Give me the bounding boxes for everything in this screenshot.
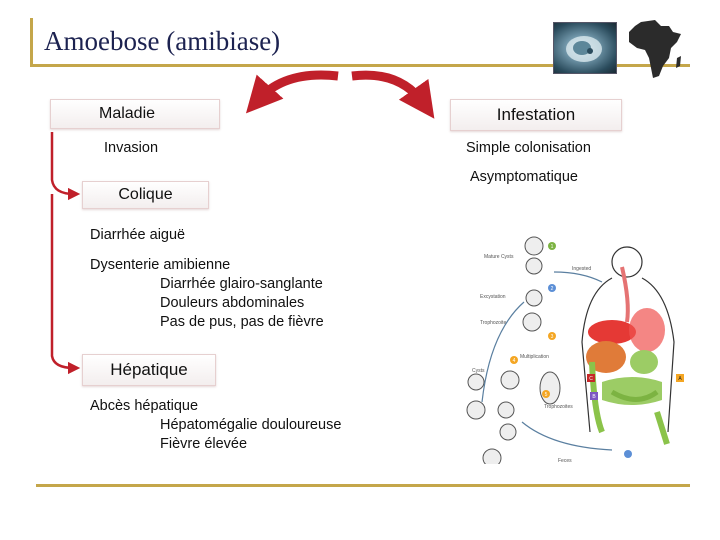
- svg-text:Ingested: Ingested: [572, 266, 591, 272]
- colique-box: Colique: [82, 181, 209, 209]
- hepatique-symptom: Hépatomégalie douloureuse: [160, 417, 342, 433]
- svg-text:C: C: [589, 376, 593, 382]
- infestation-sub-colonisation: Simple colonisation: [466, 140, 591, 156]
- svg-text:3: 3: [551, 334, 554, 340]
- colique-dysenterie: Dysenterie amibienne: [90, 257, 231, 273]
- svg-text:1: 1: [551, 244, 554, 250]
- maladie-sub: Invasion: [104, 140, 159, 156]
- hepatique-label: Hépatique: [110, 360, 188, 379]
- svg-text:2: 2: [551, 286, 554, 292]
- svg-text:Mature Cysts: Mature Cysts: [484, 254, 514, 260]
- arrow-to-hepatique: [50, 194, 81, 375]
- title-underline: [30, 64, 690, 67]
- arrow-to-maladie: [245, 70, 339, 114]
- africa-map-icon: [625, 18, 685, 80]
- maladie-box: Maladie: [50, 99, 220, 129]
- arrow-to-colique: [50, 132, 81, 201]
- slide-title: Amoebose (amibiase): [44, 26, 281, 56]
- svg-text:Feces: Feces: [558, 458, 572, 464]
- stage-cells: [466, 236, 561, 464]
- cycle-arrows: [481, 271, 613, 451]
- digestive-organs: [586, 266, 670, 445]
- svg-text:B: B: [592, 394, 596, 400]
- svg-text:Excystation: Excystation: [480, 294, 506, 300]
- title-frame-vertical: [30, 18, 33, 66]
- svg-text:5: 5: [545, 392, 548, 398]
- maladie-label: Maladie: [99, 105, 156, 122]
- amoeba-photo: [553, 22, 617, 74]
- svg-text:Trophozoite: Trophozoite: [480, 320, 506, 326]
- colique-diarrhee-aigue: Diarrhée aiguë: [90, 227, 186, 243]
- colique-label: Colique: [118, 186, 173, 203]
- colique-symptom: Douleurs abdominales: [160, 295, 305, 311]
- life-cycle-figure: C B A 1 2 3 4 5 Mature Cysts Ingested Ex…: [462, 232, 694, 464]
- cycle-labels: Mature Cysts Ingested Excystation Tropho…: [472, 254, 591, 464]
- bottom-rule: [36, 484, 690, 487]
- svg-text:Trophozoites: Trophozoites: [544, 404, 573, 410]
- colique-symptom: Diarrhée glairo-sanglante: [160, 276, 323, 292]
- stage-markers: [510, 242, 684, 458]
- hepatique-box: Hépatique: [82, 354, 216, 386]
- marker-letters: C B A 1 2 3 4 5: [513, 244, 683, 400]
- infestation-label: Infestation: [496, 105, 576, 124]
- svg-text:4: 4: [513, 358, 516, 364]
- hepatique-symptom: Fièvre élevée: [160, 436, 248, 452]
- svg-text:Multiplication: Multiplication: [520, 354, 549, 360]
- hepatique-abces: Abcès hépatique: [90, 398, 199, 414]
- arrow-to-infestation: [351, 70, 435, 119]
- human-body-outline: [581, 246, 675, 433]
- colique-symptom: Pas de pus, pas de fièvre: [160, 314, 324, 330]
- infestation-sub-asymptomatique: Asymptomatique: [470, 169, 578, 185]
- infestation-box: Infestation: [450, 99, 622, 131]
- svg-text:Cysts: Cysts: [472, 368, 485, 374]
- svg-text:A: A: [678, 376, 682, 382]
